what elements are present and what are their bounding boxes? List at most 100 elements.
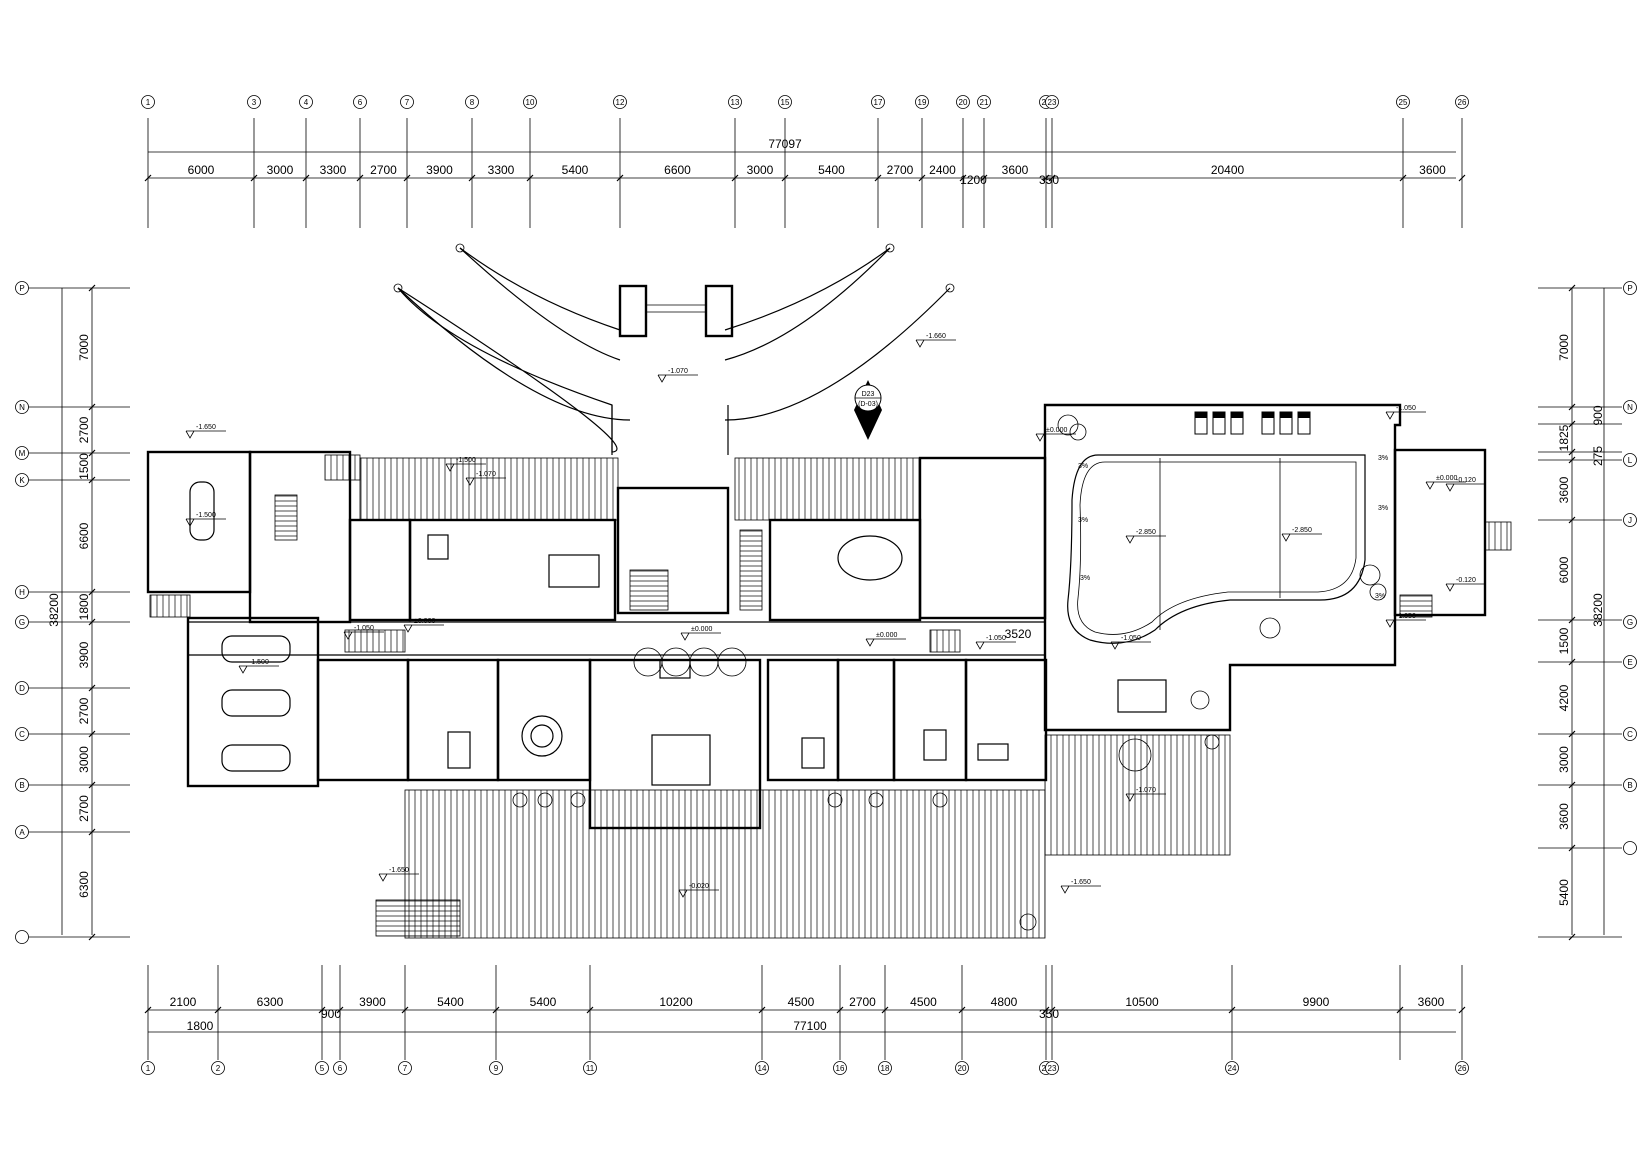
grid-bubble	[211, 1061, 225, 1075]
grid-bubble	[1623, 727, 1637, 741]
lounger-back	[1195, 412, 1207, 418]
level-mark: -1.050	[1121, 635, 1141, 642]
level-mark: -1.070	[1136, 787, 1156, 794]
grid-label: K	[19, 476, 25, 485]
slope-mark: 3%	[1375, 593, 1385, 600]
top-dimension: 5400	[818, 163, 845, 177]
west-ramp	[149, 594, 191, 618]
grid-bubble	[400, 95, 414, 109]
bottom-dimension: 3600	[1418, 995, 1445, 1009]
right-dimension: 4200	[1557, 684, 1571, 711]
grid-bubble	[465, 95, 479, 109]
grid-label: 16	[836, 1064, 845, 1073]
grid-label: C	[1627, 730, 1633, 739]
right-dimension: 5400	[1557, 879, 1571, 906]
top-dimension: 6000	[188, 163, 215, 177]
grid-bubble	[15, 727, 29, 741]
grid-label: B	[19, 781, 24, 790]
grid-bubble	[833, 1061, 847, 1075]
top-dimension: 3300	[488, 163, 515, 177]
grid-label: 4	[304, 98, 309, 107]
grid-bubble	[1455, 95, 1469, 109]
level-mark: -2.850	[1292, 527, 1312, 534]
grid-bubble	[1623, 615, 1637, 629]
left-dimension: 2700	[77, 795, 91, 822]
grid-bubble	[15, 825, 29, 839]
grid-label: H	[19, 588, 25, 597]
grid-label: 13	[731, 98, 740, 107]
grid-bubble	[15, 681, 29, 695]
level-mark: -1.650	[1071, 879, 1091, 886]
grid-bubble	[15, 585, 29, 599]
grid-label: E	[1627, 658, 1632, 667]
grid-bubble	[977, 95, 991, 109]
bottom-dimension: 350	[1039, 1007, 1059, 1021]
grid-bubble	[333, 1061, 347, 1075]
grid-bubble	[1623, 400, 1637, 414]
right-dimension: 1500	[1557, 627, 1571, 654]
bottom-dimension: 5400	[530, 995, 557, 1009]
top-dimension: 350	[1039, 173, 1059, 187]
level-mark: -0.120	[1456, 577, 1476, 584]
left-dimension: 2700	[77, 416, 91, 443]
lounger-back	[1280, 412, 1292, 418]
left-dimension: 3900	[77, 641, 91, 668]
grid-label: 25	[1399, 98, 1408, 107]
furniture	[427, 534, 1167, 786]
grid-label: J	[1628, 516, 1632, 525]
right-dimension: 900	[1591, 405, 1605, 425]
grid-label: 23	[1048, 98, 1057, 107]
level-mark: -1.500	[196, 512, 216, 519]
grid-label: 15	[781, 98, 790, 107]
lounger-back	[1231, 412, 1243, 418]
entry-steps	[375, 899, 461, 937]
right-dimension: 3600	[1557, 476, 1571, 503]
grid-label: 12	[616, 98, 625, 107]
top-dimension: 3000	[267, 163, 294, 177]
left-dimension: 6300	[77, 871, 91, 898]
level-mark: -1.050	[1396, 405, 1416, 412]
right-total-dimension: 38200	[1591, 593, 1605, 627]
grid-bubble	[141, 95, 155, 109]
top-dimension: 5400	[562, 163, 589, 177]
grid-bubble	[956, 95, 970, 109]
grid-label: 5	[320, 1064, 325, 1073]
south-deck	[404, 789, 1046, 939]
bottom-dimension: 6300	[257, 995, 284, 1009]
grid-label: B	[1627, 781, 1632, 790]
grid-label: N	[19, 403, 25, 412]
level-mark: ±0.000	[414, 618, 435, 625]
grid-bubble	[613, 95, 627, 109]
level-mark: ±0.000	[1436, 475, 1457, 482]
grid-bubble	[141, 1061, 155, 1075]
top-dimension: 3600	[1419, 163, 1446, 177]
grid-bubble	[871, 95, 885, 109]
grid-label: L	[1628, 456, 1633, 465]
grid-label: 14	[758, 1064, 767, 1073]
grid-label: N	[1627, 403, 1633, 412]
grid-label: 23	[1048, 1064, 1057, 1073]
grid-bubble	[1455, 1061, 1469, 1075]
grid-label: 20	[959, 98, 968, 107]
right-dimension: 3600	[1557, 803, 1571, 830]
grid-bubble	[1623, 778, 1637, 792]
grid-label: 6	[338, 1064, 343, 1073]
bottom-dimension: 10500	[1125, 995, 1159, 1009]
slope-mark: 3%	[1078, 463, 1088, 470]
grid-label: M	[19, 449, 26, 458]
level-mark: -2.850	[1136, 529, 1156, 536]
grid-bubble	[583, 1061, 597, 1075]
right-dimension: 7000	[1557, 334, 1571, 361]
landscape-plants	[512, 411, 1387, 931]
grid-bubble	[398, 1061, 412, 1075]
grid-bubble	[755, 1061, 769, 1075]
level-mark: -1.050	[986, 635, 1006, 642]
bottom-dimension: 5400	[437, 995, 464, 1009]
left-dimension-chain: 38200 7000270015006600180039002700300027…	[15, 281, 130, 944]
left-dimension: 2700	[77, 697, 91, 724]
level-mark: ±0.000	[691, 626, 712, 633]
level-mark: -1.070	[476, 471, 496, 478]
north-terrace-right	[734, 457, 921, 521]
